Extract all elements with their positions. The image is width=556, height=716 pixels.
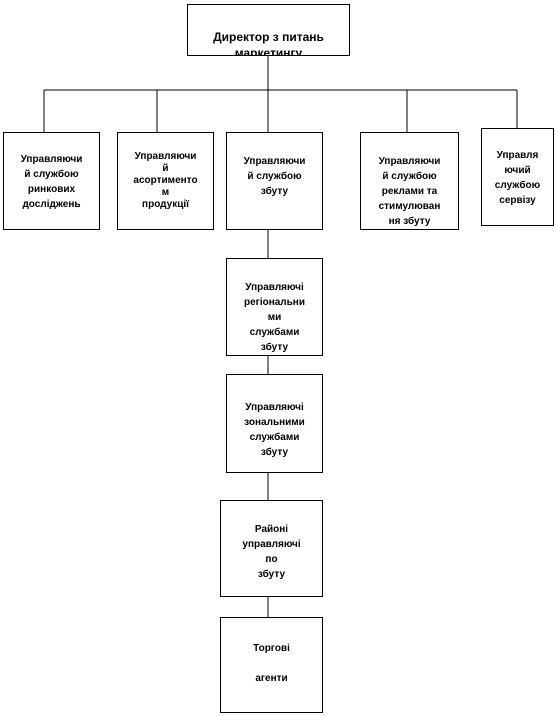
sales-agents-label: Торгові агенти (253, 643, 290, 684)
director-label: Директор з питань маркетингу (213, 30, 324, 56)
dept-advertising-label: Управляючи й службою реклами та стимулюв… (378, 156, 441, 227)
dept-market-research-label: Управляючи й службою ринкових досліджень (20, 154, 83, 210)
dept-service-box: Управля ючий службою сервізу (481, 128, 554, 226)
dept-sales-label: Управляючи й службою збуту (243, 156, 306, 197)
dept-market-research-box: Управляючи й службою ринкових досліджень (3, 132, 100, 230)
zonal-managers-label: Управляючі зональними службами збуту (244, 402, 305, 458)
dept-sales-box: Управляючи й службою збуту (226, 132, 323, 230)
dept-assortment-box: Управляючи й асортименто м продукції (117, 132, 214, 230)
sales-agents-box: Торгові агенти (220, 617, 323, 713)
zonal-managers-box: Управляючі зональними службами збуту (226, 374, 323, 473)
district-managers-box: Районі управляючі по збуту (220, 500, 323, 597)
director-box: Директор з питань маркетингу (187, 4, 350, 56)
dept-assortment-label: Управляючи й асортименто м продукції (133, 151, 198, 210)
district-managers-label: Районі управляючі по збуту (242, 524, 301, 580)
dept-advertising-box: Управляючи й службою реклами та стимулюв… (360, 132, 459, 230)
regional-managers-box: Управляючі регіональни ми службами збуту (226, 258, 323, 356)
regional-managers-label: Управляючі регіональни ми службами збуту (243, 282, 305, 353)
dept-service-label: Управля ючий службою сервізу (494, 150, 541, 206)
